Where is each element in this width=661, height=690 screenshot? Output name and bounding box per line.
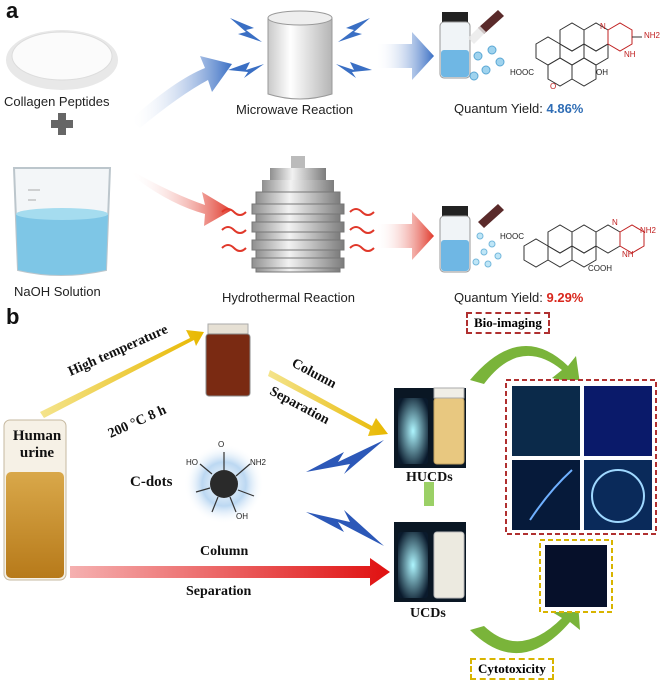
flashlight-icon-2: [478, 204, 504, 228]
cdots-label: C-dots: [130, 474, 173, 490]
struct2-nh2: NH2: [640, 226, 657, 235]
struct1-oh: OH: [596, 68, 608, 77]
beaker-illustration: [12, 167, 112, 276]
separation-label-2: Separation: [186, 584, 252, 599]
struct2-hooc: HOOC: [500, 232, 524, 241]
qy-value-2: 9.29%: [546, 290, 584, 305]
struct2-n: N: [612, 218, 618, 227]
cdot-o: O: [218, 440, 225, 449]
struct1-nh2: NH2: [644, 31, 661, 40]
panel-b-letter: b: [6, 304, 20, 329]
hucds-label: HUCDs: [406, 470, 453, 485]
cytotoxicity-panel: [539, 539, 613, 613]
quantum-dots-2: [472, 232, 502, 268]
yellow-arrow-2: [268, 370, 388, 436]
cytotoxicity-label: Cytotoxicity: [470, 658, 554, 680]
yellow-arrow-1: [40, 330, 204, 418]
human-urine-label: Human urine: [12, 428, 62, 461]
autoclave-vessel: [251, 156, 345, 273]
naoh-label: NaOH Solution: [14, 284, 101, 299]
molecular-structure-2: [523, 224, 645, 268]
qy-prefix-1: Quantum Yield:: [454, 101, 547, 116]
quantum-yield-2: Quantum Yield: 9.29%: [454, 290, 583, 305]
carbon-dot-illustration: [184, 444, 264, 524]
human-urine-bottle: [3, 419, 67, 581]
plus-icon: [51, 113, 73, 135]
ucds-vials: [394, 522, 466, 602]
column-label-2: Column: [200, 544, 249, 559]
struct1-hooc: HOOC: [510, 68, 534, 77]
heated-urine-vial: [205, 323, 251, 397]
struct2-cooh: COOH: [588, 264, 612, 273]
collagen-label: Collagen Peptides: [4, 94, 110, 109]
hucds-vials: [394, 387, 466, 468]
microwave-vessel: [267, 10, 333, 100]
microwave-label: Microwave Reaction: [236, 102, 354, 117]
struct1-nh: NH: [624, 50, 636, 59]
blue-lightning-icons: [306, 440, 384, 546]
green-arrow-bottom: [470, 602, 580, 654]
flashlight-icon: [468, 10, 504, 44]
molecular-structure-1: [535, 22, 642, 87]
lightning-icons: [228, 18, 372, 78]
quantum-yield-1: Quantum Yield: 4.86%: [454, 101, 583, 116]
struct1-o: O: [550, 82, 557, 91]
cdot-ho: HO: [186, 458, 198, 467]
blue-arrow-2: [376, 32, 434, 80]
green-link-bar: [424, 482, 434, 506]
red-arrow: [130, 170, 232, 226]
cdot-oh: OH: [236, 512, 248, 521]
red-arrow-2: [376, 212, 434, 260]
green-arrow-top: [470, 346, 580, 384]
quantum-dots-1: [469, 45, 505, 81]
bio-imaging-panel: [505, 379, 657, 535]
struct2-nh: NH: [622, 250, 634, 259]
ucds-label: UCDs: [410, 606, 446, 621]
vial-1: [439, 12, 471, 79]
vial-2: [439, 206, 471, 273]
blue-arrow: [130, 56, 232, 128]
panel-a-letter: a: [6, 0, 19, 23]
red-separation-arrow: [70, 558, 390, 586]
collagen-powder-illustration: [6, 30, 118, 90]
bio-imaging-label: Bio-imaging: [466, 312, 550, 334]
heat-wave-icons: [221, 208, 375, 252]
qy-prefix-2: Quantum Yield:: [454, 290, 547, 305]
struct1-n: N: [600, 22, 606, 31]
qy-value-1: 4.86%: [546, 101, 584, 116]
cdot-nh2: NH2: [250, 458, 267, 467]
hydrothermal-label: Hydrothermal Reaction: [222, 290, 355, 305]
